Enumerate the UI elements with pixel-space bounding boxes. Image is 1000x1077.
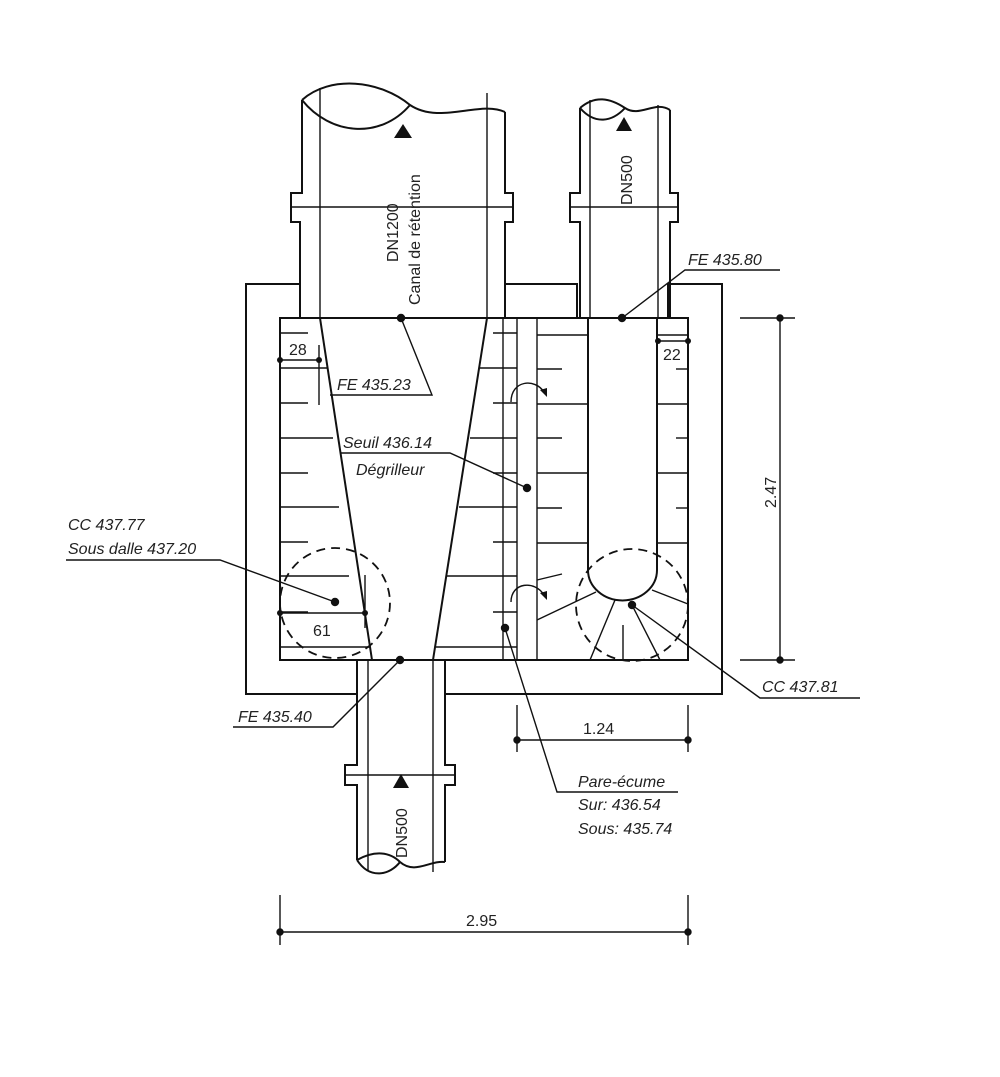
dim-22: 22 bbox=[663, 347, 681, 364]
chamber-interior bbox=[277, 317, 691, 662]
pipe-top-right-diameter: DN500 bbox=[619, 155, 636, 205]
pipe-dn500-bottom bbox=[344, 660, 456, 875]
label-cc-right: CC 437.81 bbox=[762, 679, 839, 696]
dimension-lines bbox=[276, 314, 795, 945]
dim-28: 28 bbox=[289, 342, 307, 359]
label-fe-bottom: FE 435.40 bbox=[238, 709, 312, 726]
dim-61: 61 bbox=[313, 623, 331, 640]
label-pare-ecume: Pare-écume bbox=[578, 774, 665, 791]
flow-arrow-icon bbox=[393, 774, 409, 788]
pipe-main-diameter: DN1200 bbox=[385, 203, 402, 262]
label-pare-sur: Sur: 436.54 bbox=[578, 797, 661, 814]
curved-arrow-icon bbox=[540, 388, 547, 397]
label-fe-top-right: FE 435.80 bbox=[688, 252, 762, 269]
pipe-bottom-diameter: DN500 bbox=[394, 808, 411, 858]
curved-arrow-icon bbox=[540, 591, 547, 600]
pipe-dn1200 bbox=[290, 82, 514, 318]
label-seuil: Seuil 436.14 bbox=[343, 435, 432, 452]
detail-circle-right bbox=[575, 548, 689, 662]
pipe-main-name: Canal de rétention bbox=[407, 174, 424, 305]
label-pare-sous: Sous: 435.74 bbox=[578, 821, 672, 838]
label-degrilleur: Dégrilleur bbox=[356, 462, 425, 479]
dim-height: 2.47 bbox=[763, 477, 780, 508]
dim-width-total: 2.95 bbox=[466, 913, 497, 930]
label-sous-dalle: Sous dalle 437.20 bbox=[68, 541, 196, 558]
label-fe-top-left: FE 435.23 bbox=[337, 377, 411, 394]
label-cc-left: CC 437.77 bbox=[68, 517, 146, 534]
flow-arrow-icon bbox=[616, 117, 632, 131]
pipe-dn500-top bbox=[569, 98, 679, 318]
flow-arrow-icon bbox=[394, 124, 412, 138]
leader-lines bbox=[66, 269, 860, 793]
dim-width-inner: 1.24 bbox=[583, 721, 614, 738]
detail-circle-left bbox=[279, 547, 391, 659]
